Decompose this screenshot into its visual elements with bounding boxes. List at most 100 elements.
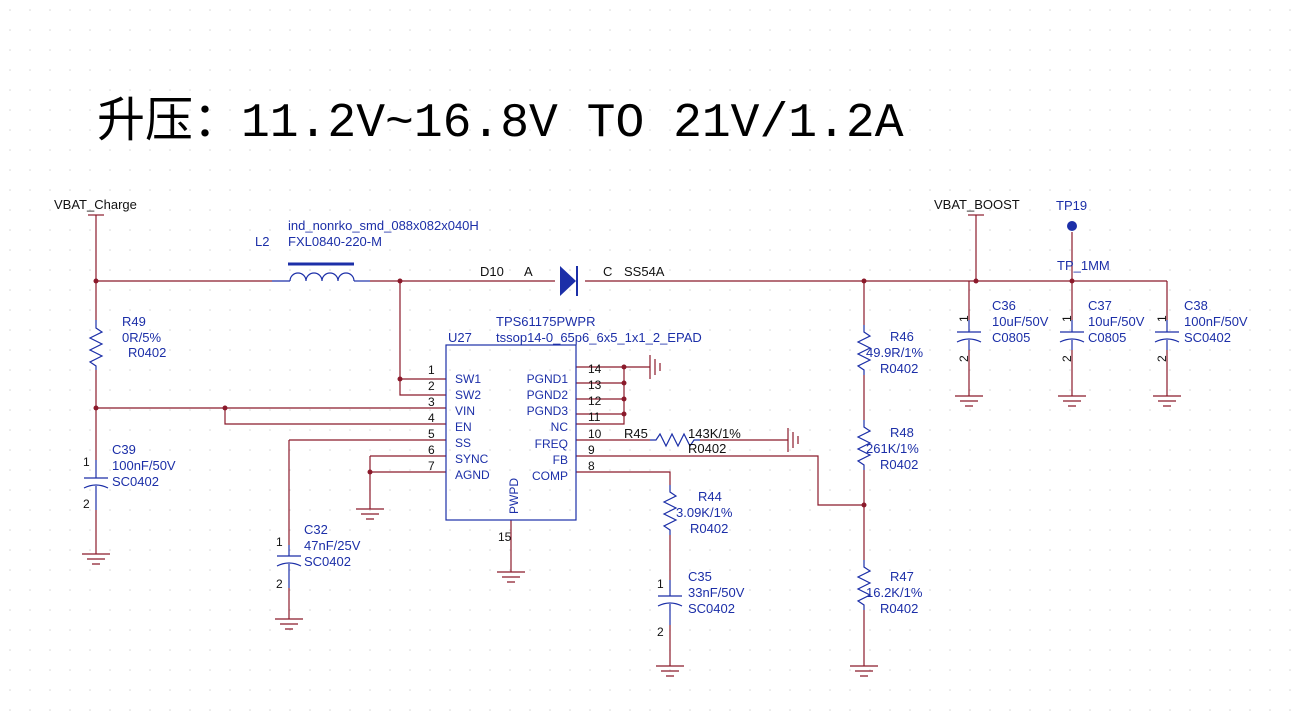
- ic-pin-name: SW2: [455, 388, 481, 402]
- svg-text:R0402: R0402: [128, 345, 166, 360]
- ic-pin-name: PGND3: [527, 404, 569, 418]
- svg-text:2: 2: [957, 355, 971, 362]
- capacitor-c32: 1 2 C32 47nF/25V SC0402: [276, 522, 361, 591]
- capacitor-c35: 1 2 C35 33nF/50V SC0402: [657, 569, 745, 639]
- ic-pin-name: SW1: [455, 372, 481, 386]
- svg-text:R47: R47: [890, 569, 914, 584]
- svg-text:SC0402: SC0402: [304, 554, 351, 569]
- svg-text:2: 2: [1155, 355, 1169, 362]
- ic-pin-number: 14: [588, 362, 602, 376]
- svg-text:10uF/50V: 10uF/50V: [992, 314, 1049, 329]
- resistor-r48: R48 261K/1% R0402: [856, 420, 919, 472]
- svg-text:1: 1: [657, 577, 664, 591]
- ic-pin-name: SYNC: [455, 452, 489, 466]
- svg-text:C38: C38: [1184, 298, 1208, 313]
- svg-text:C0805: C0805: [1088, 330, 1126, 345]
- ic-pin-name: NC: [551, 420, 569, 434]
- svg-text:C39: C39: [112, 442, 136, 457]
- ic-pin-name: SS: [455, 436, 471, 450]
- svg-text:2: 2: [276, 577, 283, 591]
- svg-text:C35: C35: [688, 569, 712, 584]
- ground-icon: [497, 568, 525, 583]
- svg-text:1: 1: [83, 455, 90, 469]
- svg-text:1: 1: [1060, 315, 1074, 322]
- ic-pin-name: PGND2: [527, 388, 569, 402]
- ground-icon: [646, 355, 661, 379]
- svg-text:R0402: R0402: [688, 441, 726, 456]
- svg-text:R49: R49: [122, 314, 146, 329]
- capacitor-c38: 1 2 C38 100nF/50V SC0402: [1154, 298, 1248, 362]
- net-vbat-charge: VBAT_Charge: [54, 197, 137, 216]
- inductor-l2: L2 ind_nonrko_smd_088x082x040H FXL0840-2…: [255, 218, 479, 282]
- resistor-r44: R44 3.09K/1% R0402: [662, 485, 733, 536]
- svg-text:1: 1: [276, 535, 283, 549]
- svg-text:tssop14-0_65p6_6x5_1x1_2_EPAD: tssop14-0_65p6_6x5_1x1_2_EPAD: [496, 330, 702, 345]
- svg-text:L2: L2: [255, 234, 269, 249]
- svg-text:C32: C32: [304, 522, 328, 537]
- svg-text:R0402: R0402: [880, 601, 918, 616]
- ic-pin-ss: 5SS: [428, 427, 471, 450]
- test-point-tp19: TP19 TP_1MM: [1056, 198, 1110, 273]
- ic-pin-number: 1: [428, 363, 435, 377]
- svg-text:FXL0840-220-M: FXL0840-220-M: [288, 234, 382, 249]
- svg-text:U27: U27: [448, 330, 472, 345]
- ic-pin-number: 6: [428, 443, 435, 457]
- capacitor-c37: 1 2 C37 10uF/50V C0805: [1059, 298, 1145, 362]
- svg-text:16.2K/1%: 16.2K/1%: [866, 585, 923, 600]
- svg-text:15: 15: [498, 530, 512, 544]
- svg-text:47nF/25V: 47nF/25V: [304, 538, 361, 553]
- svg-text:D10: D10: [480, 264, 504, 279]
- svg-text:C0805: C0805: [992, 330, 1030, 345]
- svg-text:C: C: [603, 264, 612, 279]
- resistor-r45: R45 143K/1% R0402: [624, 426, 741, 456]
- ic-pin-number: 9: [588, 443, 595, 457]
- ground-icon: [1058, 392, 1086, 407]
- ic-pin-name: EN: [455, 420, 472, 434]
- net-vbat-boost: VBAT_BOOST: [934, 197, 1020, 216]
- svg-text:R0402: R0402: [690, 521, 728, 536]
- svg-text:TPS61175PWPR: TPS61175PWPR: [496, 314, 595, 329]
- ic-pin-en: 4EN: [428, 411, 472, 434]
- ic-pin-name: FREQ: [535, 437, 568, 451]
- svg-text:C37: C37: [1088, 298, 1112, 313]
- ic-pin-number: 12: [588, 394, 602, 408]
- svg-text:2: 2: [657, 625, 664, 639]
- svg-text:ind_nonrko_smd_088x082x040H: ind_nonrko_smd_088x082x040H: [288, 218, 479, 233]
- svg-text:100nF/50V: 100nF/50V: [112, 458, 176, 473]
- ic-pin-number: 4: [428, 411, 435, 425]
- svg-text:33nF/50V: 33nF/50V: [688, 585, 745, 600]
- capacitor-c39: 1 2 C39 100nF/50V SC0402: [83, 442, 176, 511]
- wires: [95, 215, 1168, 662]
- svg-text:R44: R44: [698, 489, 722, 504]
- ground-symbols: [82, 355, 1181, 677]
- ic-pin-number: 13: [588, 378, 602, 392]
- svg-text:R45: R45: [624, 426, 648, 441]
- ic-pin-fb: 9FB: [553, 443, 595, 467]
- ic-pin-name: AGND: [455, 468, 490, 482]
- svg-text:1: 1: [1155, 315, 1169, 322]
- resistor-r46: R46 49.9R/1% R0402: [856, 325, 924, 376]
- svg-text:2: 2: [1060, 355, 1074, 362]
- svg-text:3.09K/1%: 3.09K/1%: [676, 505, 733, 520]
- svg-text:A: A: [524, 264, 533, 279]
- ic-pin-name: FB: [553, 453, 568, 467]
- resistor-r49: R49 0R/5% R0402: [88, 314, 166, 370]
- svg-text:SS54A: SS54A: [624, 264, 665, 279]
- svg-text:SC0402: SC0402: [1184, 330, 1231, 345]
- ground-icon: [275, 615, 303, 630]
- ic-pin-number: 7: [428, 459, 435, 473]
- svg-text:SC0402: SC0402: [688, 601, 735, 616]
